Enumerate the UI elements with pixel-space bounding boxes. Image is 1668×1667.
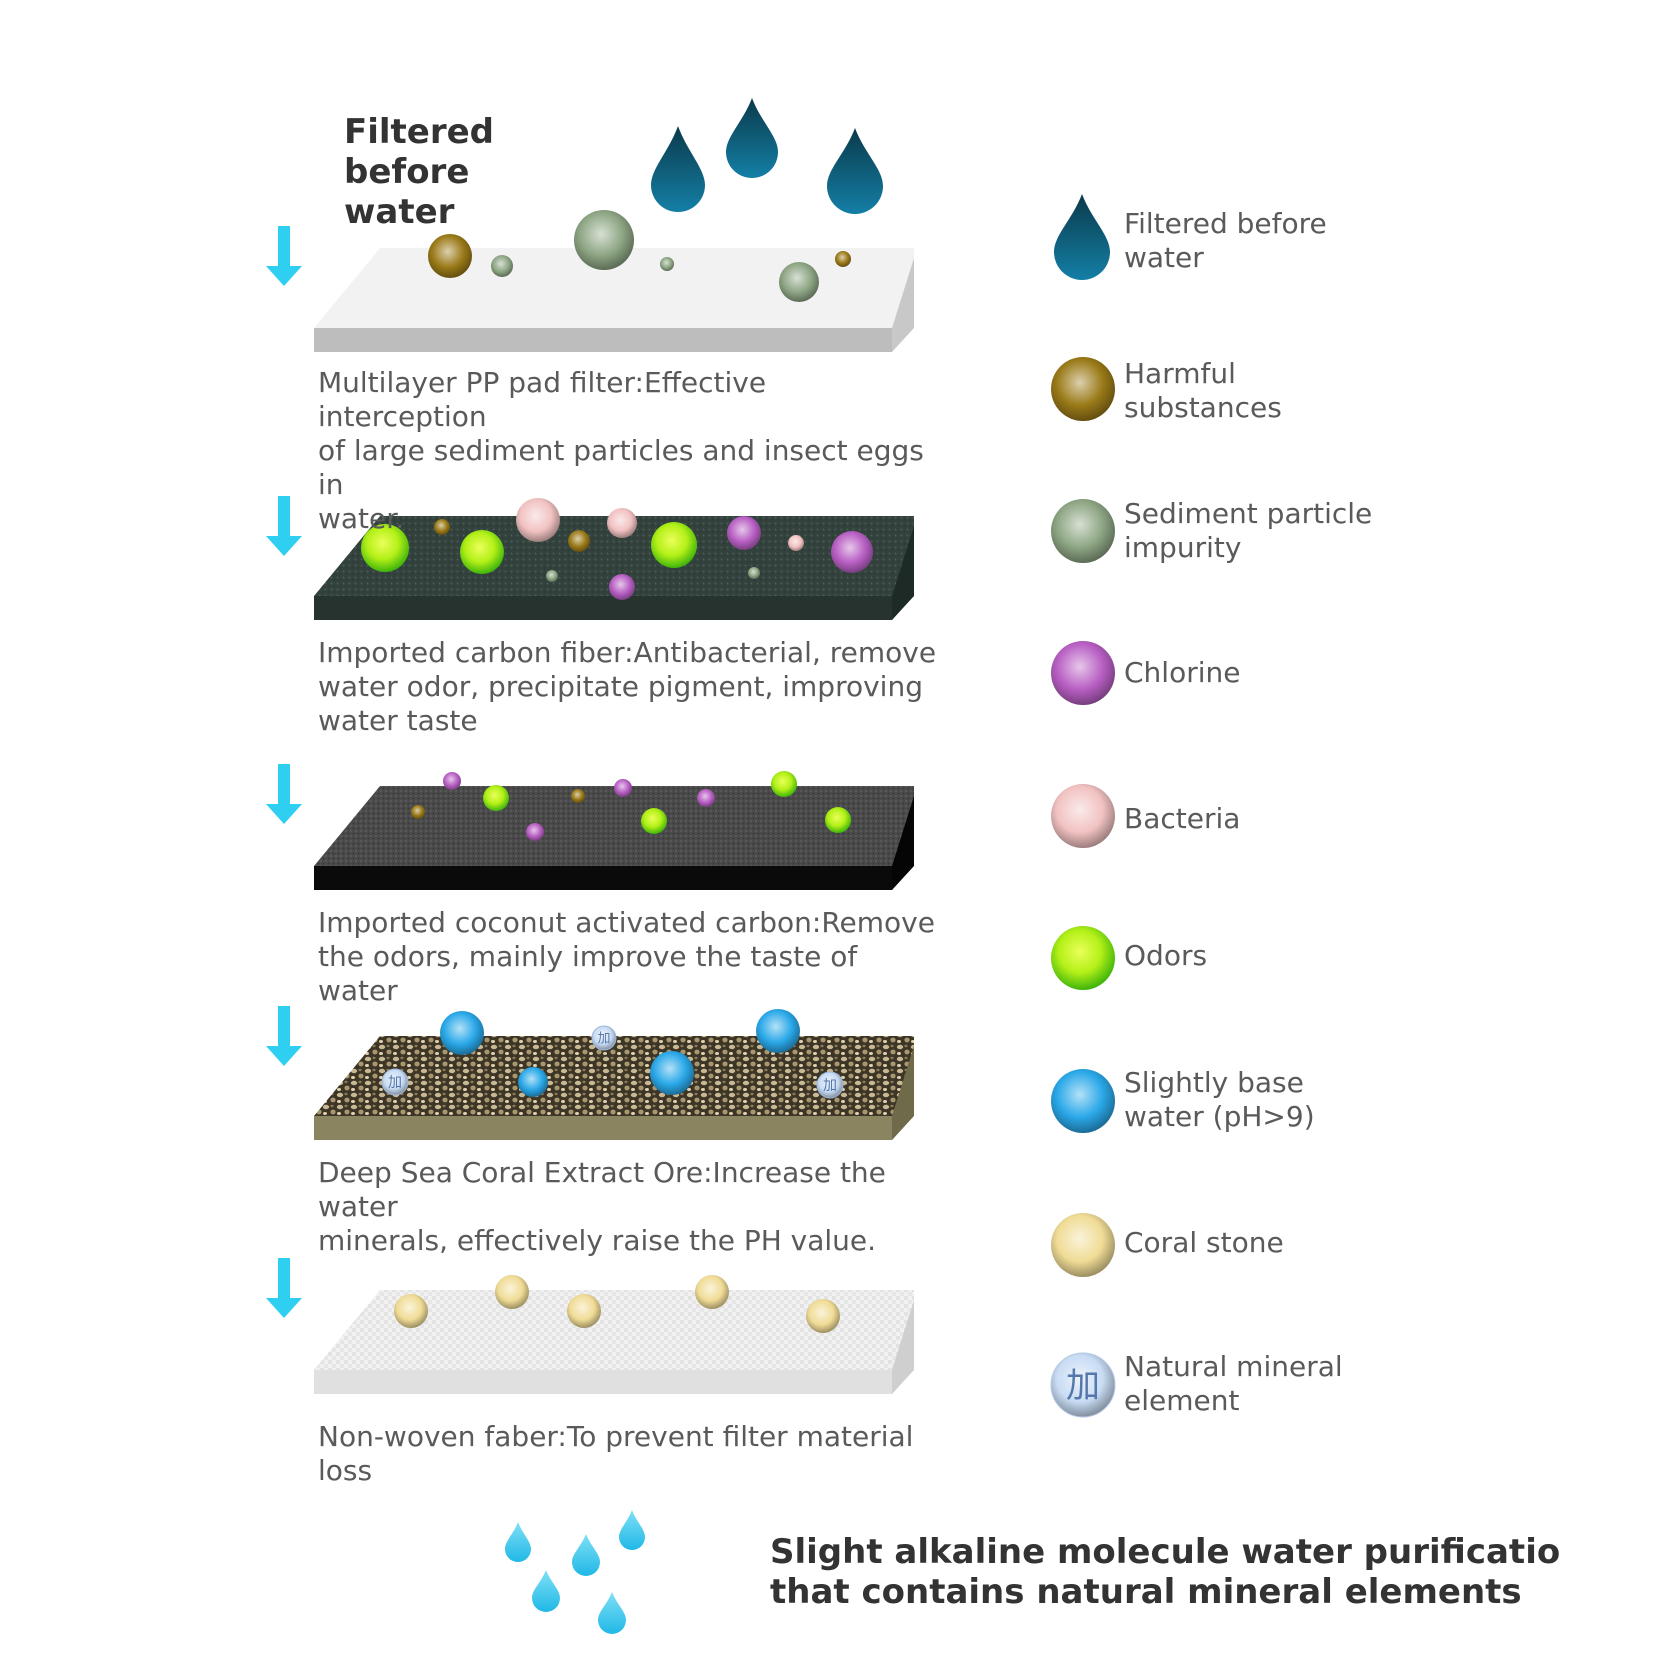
chlorine-particle-icon — [443, 772, 461, 790]
legend-harmful-icon — [1051, 357, 1115, 421]
bacteria-particle-icon — [607, 508, 637, 538]
chlorine-particle-icon — [614, 779, 632, 797]
water-drop-icon — [726, 98, 778, 178]
top-title: Filtered before water — [344, 112, 495, 232]
mineral-glyph: 加 — [823, 1078, 837, 1094]
legend-label-base-water: Slightly base water (pH>9) — [1124, 1066, 1315, 1133]
harmful-particle-icon — [434, 519, 450, 535]
legend-coral-icon — [1051, 1213, 1115, 1277]
coral-particle-icon — [394, 1294, 428, 1328]
harmful-particle-icon — [568, 530, 590, 552]
legend-label-harmful: Harmful substances — [1124, 357, 1282, 424]
down-arrow-icon — [266, 226, 302, 286]
mineral-particle-icon — [817, 1072, 843, 1098]
purified-drop-icon — [572, 1534, 600, 1576]
coral-particle-icon — [806, 1299, 840, 1333]
legend-odors-icon — [1051, 926, 1115, 990]
base-water-particle-icon — [756, 1009, 800, 1053]
base-water-particle-icon — [518, 1067, 548, 1097]
legend-drop-icon — [1054, 194, 1110, 280]
mineral-particle-icon — [592, 1026, 616, 1050]
chlorine-particle-icon — [526, 823, 544, 841]
coral-particle-icon — [567, 1294, 601, 1328]
filter-layer-carbon-fiber — [314, 516, 914, 620]
layer-description-carbon-fiber: Imported carbon fiber:Antibacterial, rem… — [318, 636, 937, 737]
chlorine-particle-icon — [609, 574, 635, 600]
chlorine-particle-icon — [697, 789, 715, 807]
legend-base-water-icon — [1051, 1069, 1115, 1133]
legend-chlorine-icon — [1051, 641, 1115, 705]
legend-label-bacteria: Bacteria — [1124, 802, 1241, 835]
layer-description-coconut-carbon: Imported coconut activated carbon:Remove… — [318, 906, 935, 1007]
purified-drop-icon — [505, 1522, 531, 1562]
odors-particle-icon — [483, 785, 509, 811]
down-arrow-icon — [266, 764, 302, 824]
coral-particle-icon — [695, 1275, 729, 1309]
legend-label-drop: Filtered before water — [1124, 207, 1327, 274]
sediment-particle-icon — [748, 567, 760, 579]
legend-label-sediment: Sediment particle impurity — [1124, 497, 1373, 564]
filter-layer-coconut-carbon — [314, 786, 914, 890]
odors-particle-icon — [361, 524, 409, 572]
bacteria-particle-icon — [788, 535, 804, 551]
bottom-title: Slight alkaline molecule water purificat… — [770, 1532, 1561, 1612]
odors-particle-icon — [651, 522, 697, 568]
legend-label-coral: Coral stone — [1124, 1226, 1284, 1259]
chlorine-particle-icon — [831, 531, 873, 573]
legend-sediment-icon — [1051, 499, 1115, 563]
layer-description-coral-ore: Deep Sea Coral Extract Ore:Increase the … — [318, 1156, 886, 1257]
odors-particle-icon — [460, 530, 504, 574]
filter-layer-coral-ore — [314, 1036, 914, 1140]
chlorine-particle-icon — [727, 516, 761, 550]
legend-bacteria-icon — [1051, 784, 1115, 848]
odors-particle-icon — [825, 807, 851, 833]
down-arrow-icon — [266, 496, 302, 556]
purified-drop-icon — [532, 1570, 560, 1612]
base-water-particle-icon — [440, 1011, 484, 1055]
odors-particle-icon — [771, 771, 797, 797]
purified-drop-icon — [619, 1510, 645, 1550]
legend-mineral-glyph: 加 — [1066, 1366, 1100, 1406]
down-arrow-icon — [266, 1258, 302, 1318]
filter-layer-non-woven — [314, 1290, 914, 1394]
water-drop-icon — [827, 128, 883, 214]
mineral-particle-icon — [382, 1069, 408, 1095]
legend-label-mineral: Natural mineral element — [1124, 1350, 1343, 1417]
mineral-glyph: 加 — [597, 1032, 610, 1047]
coral-particle-icon — [495, 1275, 529, 1309]
down-arrow-icon — [266, 1006, 302, 1066]
base-water-particle-icon — [650, 1051, 694, 1095]
harmful-particle-icon — [428, 234, 472, 278]
sediment-particle-icon — [574, 210, 634, 270]
harmful-particle-icon — [571, 789, 585, 803]
layer-description-pp-pad: Multilayer PP pad filter:Effective inter… — [318, 366, 924, 535]
sediment-particle-icon — [546, 570, 558, 582]
legend-label-chlorine: Chlorine — [1124, 656, 1241, 689]
sediment-particle-icon — [660, 257, 674, 271]
sediment-particle-icon — [491, 255, 513, 277]
legend-label-odors: Odors — [1124, 939, 1208, 972]
purified-drop-icon — [598, 1592, 626, 1634]
sediment-particle-icon — [779, 262, 819, 302]
mineral-glyph: 加 — [388, 1075, 402, 1091]
legend-mineral-icon — [1051, 1353, 1115, 1417]
water-drop-icon — [651, 126, 705, 212]
bacteria-particle-icon — [516, 498, 560, 542]
harmful-particle-icon — [835, 251, 851, 267]
odors-particle-icon — [641, 808, 667, 834]
harmful-particle-icon — [411, 805, 425, 819]
layer-description-non-woven: Non-woven faber:To prevent filter materi… — [318, 1420, 914, 1487]
